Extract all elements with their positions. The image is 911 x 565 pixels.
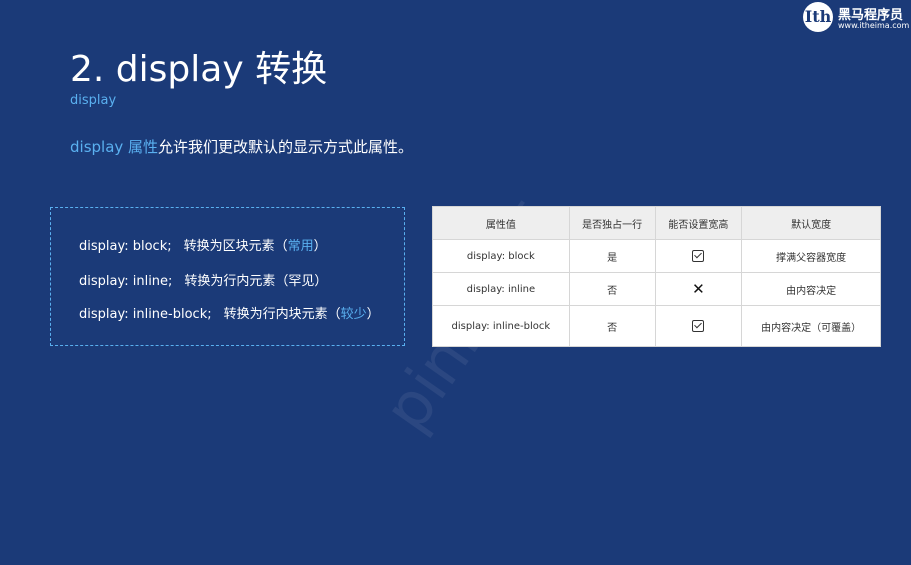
description-highlight: display 属性 — [70, 138, 159, 156]
conversion-box: display: block;转换为区块元素（常用） display: inli… — [50, 207, 405, 346]
cell-width: 由内容决定 — [741, 272, 881, 306]
description-text: 允许我们更改默认的显示方式此属性。 — [158, 138, 414, 156]
conversion-line-inline-block: display: inline-block; 转换为行内块元素（较少） — [79, 303, 380, 322]
cell-value: display: block — [432, 239, 570, 273]
conversion-note: 较少 — [340, 307, 367, 322]
conversion-line-block: display: block; 转换为区块元素（常用） — [79, 235, 327, 254]
check-icon — [692, 250, 705, 262]
conversion-note: 常用 — [287, 239, 314, 254]
table-header-row: 属性值 是否独占一行 能否设置宽高 默认宽度 — [432, 206, 881, 240]
cross-icon: ✕ — [692, 280, 705, 298]
cell-width: 由内容决定（可覆盖） — [741, 305, 881, 347]
conversion-line-inline: display: inline; 转换为行内元素（罕见） — [79, 270, 327, 289]
cell-exclusive: 否 — [568, 305, 656, 347]
cell-exclusive: 否 — [568, 272, 656, 306]
cell-value: display: inline — [432, 272, 570, 306]
conversion-text: 转换为行内块元素（ — [223, 307, 341, 322]
brand-logo: Ith 黑马程序员 www.itheima.com — [803, 2, 910, 34]
cell-size: ✕ — [654, 272, 743, 306]
header-exclusive-line: 是否独占一行 — [568, 206, 656, 240]
logo-url: www.itheima.com — [838, 21, 910, 30]
logo-name: 黑马程序员 — [838, 8, 904, 23]
table-row: display: inline-block 否 由内容决定（可覆盖） — [432, 305, 881, 347]
check-icon — [692, 320, 705, 332]
conversion-code: display: block; — [79, 239, 172, 254]
cell-exclusive: 是 — [568, 239, 656, 273]
conversion-text: 转换为区块元素（ — [183, 239, 288, 254]
header-property-value: 属性值 — [432, 206, 570, 240]
cell-value: display: inline-block — [432, 305, 570, 347]
conversion-close: ） — [313, 239, 327, 254]
conversion-code: display: inline; — [79, 274, 173, 289]
logo-horse-icon: Ith — [803, 2, 833, 32]
cell-size — [654, 239, 743, 273]
cell-width: 撑满父容器宽度 — [741, 239, 881, 273]
header-set-size: 能否设置宽高 — [654, 206, 743, 240]
header-default-width: 默认宽度 — [741, 206, 881, 240]
conversion-close: ） — [366, 307, 380, 322]
conversion-code: display: inline-block; — [79, 307, 212, 322]
slide-title: 2. display 转换 — [70, 49, 328, 90]
display-properties-table: 属性值 是否独占一行 能否设置宽高 默认宽度 display: block 是 … — [432, 206, 881, 347]
table-row: display: inline 否 ✕ 由内容决定 — [432, 272, 881, 306]
conversion-text: 转换为行内元素（罕见） — [184, 274, 328, 289]
table-row: display: block 是 撑满父容器宽度 — [432, 239, 881, 273]
description: display 属性允许我们更改默认的显示方式此属性。 — [70, 136, 413, 157]
slide-subtitle: display — [70, 93, 117, 108]
cell-size — [654, 305, 743, 347]
